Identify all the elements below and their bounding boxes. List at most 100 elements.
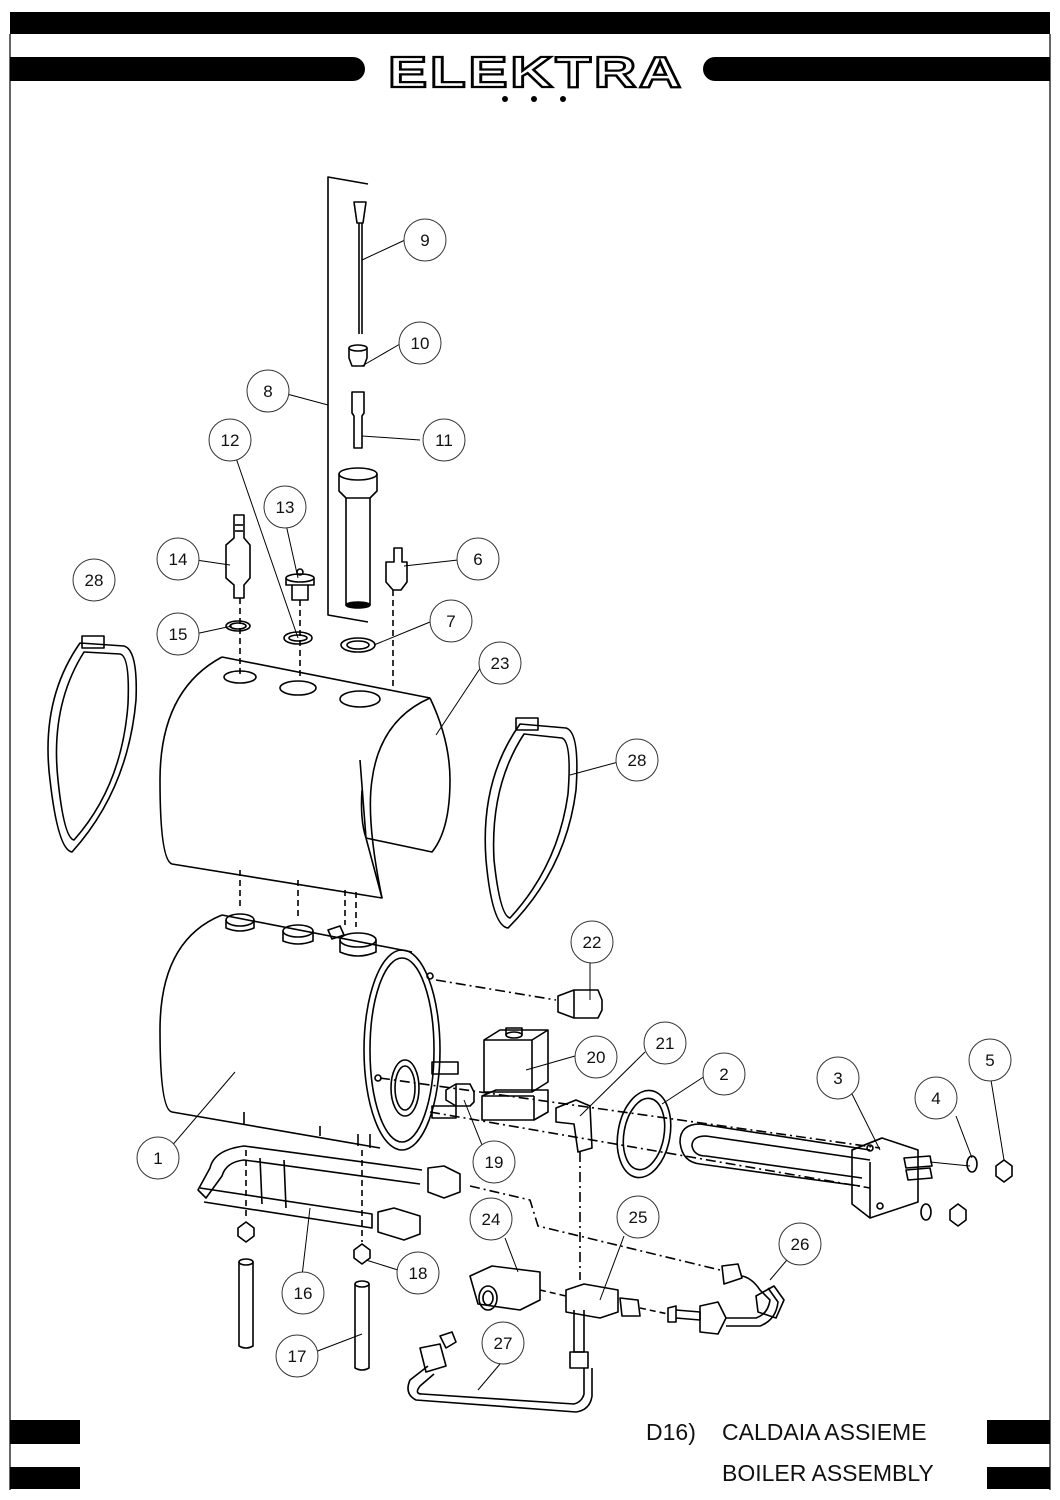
callout-17: 17 xyxy=(275,1334,319,1378)
callouts: 1 2 3 4 5 6 7 8 9 10 11 12 13 14 15 16 1… xyxy=(72,218,1012,1378)
callout-20: 20 xyxy=(574,1035,618,1079)
callout-11: 11 xyxy=(422,418,466,462)
svg-text:28: 28 xyxy=(628,751,647,770)
svg-text:4: 4 xyxy=(931,1089,940,1108)
part-28-strap-left xyxy=(47,635,138,853)
assembly-8-bracket xyxy=(327,176,369,623)
callout-23: 23 xyxy=(478,641,522,685)
part-2-gasket xyxy=(616,1089,672,1179)
part-18-nuts xyxy=(237,1150,371,1265)
callout-12: 12 xyxy=(208,418,252,462)
part-23-insulation-shell xyxy=(159,656,451,927)
part-9-probe-rod xyxy=(353,201,367,334)
part-22-fitting xyxy=(435,979,603,1019)
part-27-pipe xyxy=(407,1331,593,1413)
callout-1: 1 xyxy=(136,1136,180,1180)
diagram-title-italian: CALDAIA ASSIEME xyxy=(722,1419,927,1445)
part-8-probe-holder xyxy=(338,467,378,609)
callout-7: 7 xyxy=(429,599,473,643)
part-26-pipe xyxy=(667,1263,785,1335)
callout-15: 15 xyxy=(156,612,200,656)
svg-text:22: 22 xyxy=(583,933,602,952)
brand-logo-text: ELEKTRA xyxy=(388,48,684,97)
svg-text:25: 25 xyxy=(629,1208,648,1227)
part-6-fitting xyxy=(385,547,408,690)
footer-right-bar-1 xyxy=(987,1420,1050,1444)
callout-9: 9 xyxy=(403,218,447,262)
header-left-bar xyxy=(10,57,365,81)
callout-18: 18 xyxy=(396,1251,440,1295)
svg-text:13: 13 xyxy=(276,498,295,517)
line-art xyxy=(47,176,1013,1413)
svg-text:26: 26 xyxy=(791,1235,810,1254)
part-24-tee xyxy=(469,1265,567,1311)
part-13-cap xyxy=(285,568,315,680)
callout-25: 25 xyxy=(616,1195,660,1239)
elektra-logo: ELEKTRA xyxy=(387,47,684,102)
svg-text:8: 8 xyxy=(263,382,272,401)
callout-28-left: 28 xyxy=(72,558,116,602)
part-21-elbow xyxy=(555,1099,593,1280)
svg-text:18: 18 xyxy=(409,1264,428,1283)
svg-text:3: 3 xyxy=(833,1069,842,1088)
svg-text:20: 20 xyxy=(587,1048,606,1067)
callout-10: 10 xyxy=(398,321,442,365)
callout-14: 14 xyxy=(156,537,200,581)
svg-text:23: 23 xyxy=(491,654,510,673)
svg-text:28: 28 xyxy=(85,571,104,590)
gasket-7 xyxy=(340,637,376,653)
svg-text:2: 2 xyxy=(719,1065,728,1084)
callout-27: 27 xyxy=(481,1321,525,1365)
svg-text:12: 12 xyxy=(221,431,240,450)
svg-text:1: 1 xyxy=(153,1149,162,1168)
svg-text:9: 9 xyxy=(420,231,429,250)
part-19-nipple xyxy=(445,1083,475,1107)
svg-text:11: 11 xyxy=(435,431,453,450)
callout-16: 16 xyxy=(281,1271,325,1315)
part-1-boiler-body xyxy=(159,913,441,1151)
callout-13: 13 xyxy=(263,485,307,529)
callout-8: 8 xyxy=(246,369,290,413)
callout-26: 26 xyxy=(778,1222,822,1266)
part-20-solenoid-valve xyxy=(431,1027,549,1121)
svg-text:27: 27 xyxy=(494,1334,513,1353)
part-11-pin xyxy=(351,391,365,449)
svg-text:7: 7 xyxy=(446,612,455,631)
part-28-strap-right xyxy=(484,717,578,929)
gasket-12 xyxy=(283,631,313,645)
part-14-valve xyxy=(225,514,251,675)
callout-5: 5 xyxy=(968,1038,1012,1082)
callout-4: 4 xyxy=(914,1076,958,1120)
diagram-title-english: BOILER ASSEMBLY xyxy=(722,1460,934,1486)
svg-text:5: 5 xyxy=(985,1051,994,1070)
footer-left-bar-1 xyxy=(10,1420,80,1444)
callout-21: 21 xyxy=(643,1021,687,1065)
callout-28-right: 28 xyxy=(615,738,659,782)
diagram-code: D16) xyxy=(646,1419,696,1445)
footer-left-bar-2 xyxy=(10,1467,80,1489)
svg-text:24: 24 xyxy=(482,1210,501,1229)
svg-text:15: 15 xyxy=(169,625,188,644)
callout-3: 3 xyxy=(816,1056,860,1100)
header-top-bar xyxy=(10,12,1050,34)
svg-text:19: 19 xyxy=(485,1153,504,1172)
leader-lines xyxy=(169,239,1005,1391)
part-4-washers xyxy=(920,1155,978,1221)
part-16-pipe-frame xyxy=(197,1145,461,1241)
callout-6: 6 xyxy=(456,537,500,581)
callout-24: 24 xyxy=(469,1197,513,1241)
part-3-heating-element xyxy=(679,1123,933,1219)
svg-text:6: 6 xyxy=(473,550,482,569)
svg-text:14: 14 xyxy=(169,550,188,569)
callout-22: 22 xyxy=(570,920,614,964)
svg-text:16: 16 xyxy=(294,1284,313,1303)
footer-right-bar-2 xyxy=(987,1467,1050,1489)
gasket-15 xyxy=(225,620,251,632)
part-17-spacers xyxy=(238,1258,370,1371)
callout-2: 2 xyxy=(702,1052,746,1096)
callout-19: 19 xyxy=(472,1140,516,1184)
part-25-tee xyxy=(565,1283,669,1369)
part-10-nut xyxy=(348,344,368,367)
